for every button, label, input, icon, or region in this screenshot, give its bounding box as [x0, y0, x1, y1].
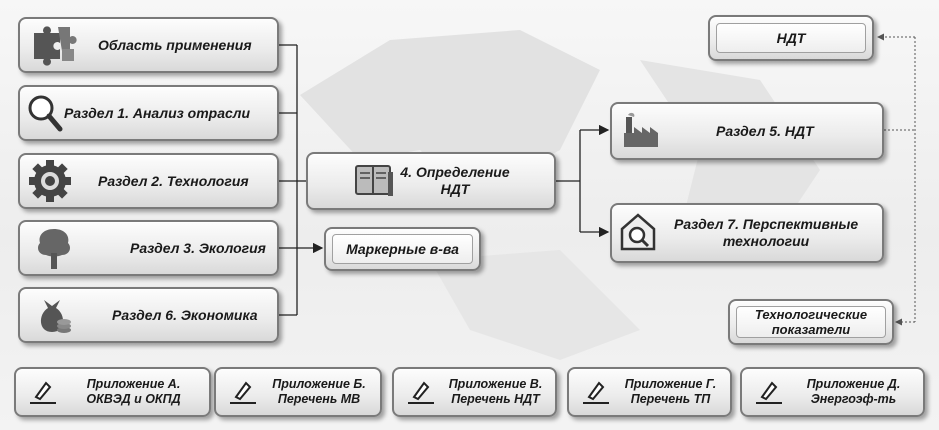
label-line: Приложение Д. [806, 377, 901, 391]
label-line: Технологические [754, 307, 868, 322]
box-label: Приложение Б. Перечень МВ [258, 377, 380, 407]
box-label: Приложение А. ОКВЭД и ОКПД [58, 377, 209, 407]
box-label: НДТ [776, 29, 806, 46]
magnifier-icon [28, 95, 63, 132]
box-label: Приложение В. Перечень НДТ [436, 377, 555, 407]
box-section-1[interactable]: Раздел 1. Анализ отрасли [18, 85, 279, 141]
pen-icon [408, 381, 434, 404]
label-line: 4. Определение [400, 164, 510, 180]
pen-icon [230, 381, 256, 404]
box-scope[interactable]: Область применения [18, 17, 279, 73]
box-section-7[interactable]: Раздел 7. Перспективные технологии [610, 203, 884, 263]
label-line: ОКВЭД и ОКПД [86, 392, 181, 406]
label-line: технологии [722, 233, 810, 249]
box-tech-indicators[interactable]: Технологические показатели [728, 299, 894, 345]
box-inner: НДТ [716, 23, 866, 53]
box-section-6[interactable]: Раздел 6. Экономика [18, 287, 279, 343]
box-markers[interactable]: Маркерные в-ва [324, 227, 481, 271]
house-search-icon [620, 213, 656, 251]
label-line: показатели [771, 322, 851, 337]
label-line: Приложение Б. [272, 377, 366, 391]
appendix-d[interactable]: Приложение Д. Энергоэф-ть [740, 367, 925, 417]
box-section-2[interactable]: Раздел 2. Технология [18, 153, 279, 209]
pen-icon [756, 381, 782, 404]
tree-icon [38, 229, 70, 269]
box-label: 4. Определение НДТ [400, 164, 509, 198]
appendix-b[interactable]: Приложение Б. Перечень МВ [214, 367, 382, 417]
box-section-4[interactable]: 4. Определение НДТ [306, 152, 556, 210]
label-line: Раздел 7. Перспективные [674, 216, 859, 232]
box-inner: Маркерные в-ва [332, 234, 473, 264]
box-label: Раздел 1. Анализ отрасли [64, 104, 251, 121]
factory-icon [624, 112, 658, 147]
box-ndt[interactable]: НДТ [708, 15, 874, 61]
label-line: НДТ [440, 181, 470, 197]
appendix-a[interactable]: Приложение А. ОКВЭД и ОКПД [14, 367, 211, 417]
box-label: Приложение Г. Перечень ТП [611, 377, 730, 407]
box-label: Раздел 5. НДТ [716, 122, 814, 139]
label-line: Перечень НДТ [451, 392, 540, 406]
label-line: Приложение Г. [624, 377, 717, 391]
label-line: Перечень МВ [277, 392, 361, 406]
box-label: Раздел 2. Технология [98, 172, 249, 189]
label-line: Приложение А. [86, 377, 181, 391]
box-label: Раздел 6. Экономика [112, 306, 258, 323]
book-icon [355, 165, 394, 196]
box-label: Приложение Д. Энергоэф-ть [784, 377, 923, 407]
money-bag-icon [40, 300, 71, 333]
box-label: Раздел 7. Перспективные технологии [674, 216, 858, 250]
label-line: Приложение В. [448, 377, 543, 391]
pen-icon [30, 381, 56, 404]
pen-icon [583, 381, 609, 404]
box-label: Маркерные в-ва [346, 240, 459, 257]
label-line: Энергоэф-ть [810, 392, 897, 406]
box-section-3[interactable]: Раздел 3. Экология [18, 220, 279, 276]
box-inner: Технологические показатели [736, 306, 886, 338]
label-line: Перечень ТП [630, 392, 711, 406]
box-label: Технологические показатели [755, 307, 867, 337]
puzzle-icon [34, 26, 77, 66]
appendix-g[interactable]: Приложение Г. Перечень ТП [567, 367, 732, 417]
box-section-5[interactable]: Раздел 5. НДТ [610, 102, 884, 160]
box-label: Область применения [98, 36, 252, 53]
box-label: Раздел 3. Экология [130, 239, 266, 256]
appendix-v[interactable]: Приложение В. Перечень НДТ [392, 367, 557, 417]
gear-icon [29, 160, 71, 202]
